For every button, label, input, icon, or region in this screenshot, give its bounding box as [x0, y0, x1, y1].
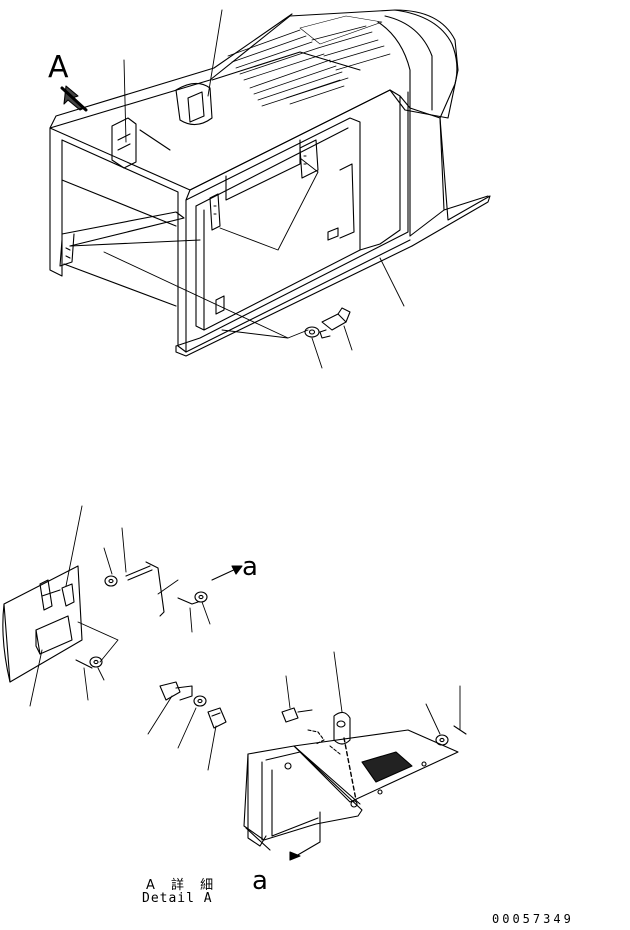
detail-small-parts — [76, 562, 207, 668]
hood-top-panel — [50, 10, 458, 190]
detail-a-group — [3, 506, 466, 860]
inner-brackets — [210, 140, 354, 314]
main-frame-assembly — [50, 10, 490, 368]
section-arrow-upper — [212, 566, 242, 580]
drawing-number: 00057349 — [492, 912, 574, 926]
rear-extension-frame — [410, 108, 490, 246]
detail-side-panel — [3, 566, 82, 682]
section-arrow-upper-label: a — [242, 552, 258, 582]
section-arrow-lower-label: a — [252, 866, 268, 896]
detail-caption-jp: A 詳 細 — [146, 878, 220, 893]
front-right-frame — [176, 90, 412, 356]
detail-leader-lines — [30, 506, 460, 770]
hood-vent-grille — [228, 16, 390, 106]
detail-bolt-washer-plate — [160, 682, 226, 728]
detail-cover-plate — [294, 730, 458, 802]
top-latch-parts — [112, 83, 212, 168]
view-direction-arrow — [62, 86, 86, 110]
detail-caption-en: Detail A — [142, 891, 213, 906]
bolt-and-washer — [305, 308, 350, 338]
detail-right-pin — [436, 726, 466, 745]
detail-cylinder — [282, 708, 356, 800]
left-side-frame — [50, 128, 200, 352]
section-arrow-lower — [290, 812, 320, 860]
top-leader-lines — [104, 10, 404, 368]
view-letter-label: A — [48, 50, 69, 85]
detail-bracket-frame — [244, 746, 362, 850]
